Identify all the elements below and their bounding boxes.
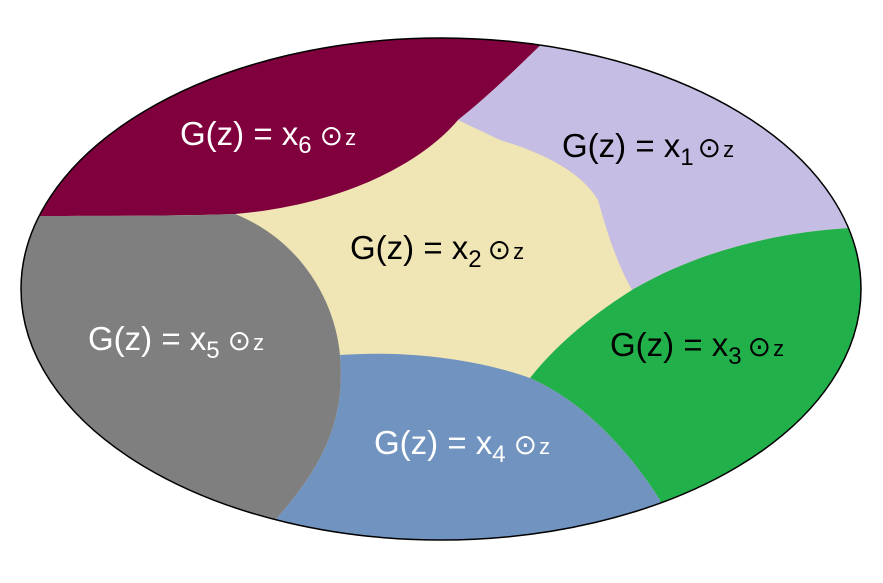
region-label-x1: G(z) = x1⊙z — [562, 127, 734, 171]
diagram-outline — [20, 37, 862, 541]
region-label-x2: G(z) = x2⊙z — [350, 229, 524, 273]
region-label-x6: G(z) = x6⊙z — [180, 115, 356, 159]
region-label-x5: G(z) = x5⊙z — [88, 320, 264, 364]
region-x5 — [21, 214, 341, 540]
region-x4 — [275, 353, 660, 540]
region-label-x4: G(z) = x4⊙z — [374, 424, 550, 468]
region-label-x3: G(z) = x3⊙z — [610, 326, 784, 370]
